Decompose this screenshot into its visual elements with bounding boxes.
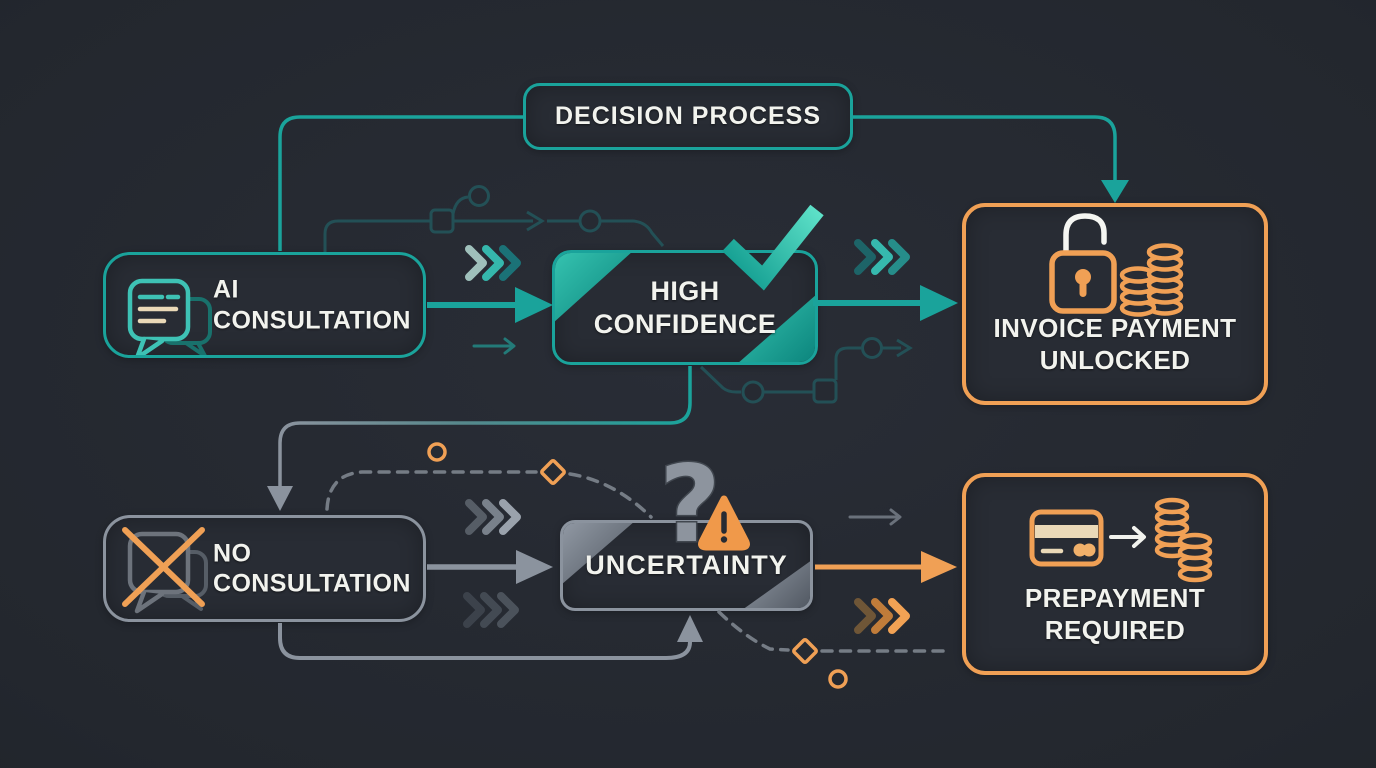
coin-stacks-icon — [1119, 243, 1184, 317]
high-confidence-label-line2: CONFIDENCE — [593, 308, 777, 339]
circle-marker — [427, 442, 447, 462]
chevrons-uncertainty-to-prepayment — [854, 598, 910, 634]
node-ai-consultation: AI CONSULTATION — [103, 252, 426, 358]
edge-decision-to-invoice — [853, 115, 1129, 203]
arrowhead-up — [677, 615, 703, 642]
dashed-path-upper — [325, 470, 653, 519]
prepayment-label-line1: PREPAYMENT — [1024, 583, 1206, 613]
chevrons-ai-to-high — [465, 245, 521, 281]
invoice-unlocked-label-line2: UNLOCKED — [1039, 344, 1191, 375]
node-high-confidence: HIGH CONFIDENCE — [552, 250, 818, 365]
decision-process-label: DECISION PROCESS — [554, 102, 822, 131]
prepayment-label-line2: REQUIRED — [1044, 614, 1186, 645]
edge-decision-to-ai — [278, 115, 523, 251]
thin-arrow-gray — [848, 508, 902, 526]
chat-bubbles-icon — [127, 278, 212, 355]
edge-no-to-uncertainty — [427, 550, 553, 584]
arrowhead-right — [516, 550, 553, 584]
credit-card-icon — [1029, 509, 1104, 567]
node-invoice-payment-unlocked: INVOICE PAYMENT UNLOCKED — [962, 203, 1268, 405]
no-consultation-label-line1: NO — [213, 539, 252, 567]
diamond-marker — [540, 459, 566, 485]
arrowhead-right — [515, 287, 553, 323]
thin-arrow-teal — [472, 337, 516, 355]
chat-bubbles-crossed-icon — [122, 527, 208, 614]
payment-unlocked-icons — [1049, 213, 1184, 317]
ai-consultation-label-line2: CONSULTATION — [213, 306, 411, 334]
node-prepayment-required: PREPAYMENT REQUIRED — [962, 473, 1268, 675]
edge-high-to-no — [267, 366, 692, 511]
padlock-open-icon — [1049, 213, 1117, 314]
ai-consultation-label-line1: AI — [213, 275, 239, 304]
dashed-path-lower — [717, 610, 953, 653]
node-uncertainty: UNCERTAINTY — [560, 520, 813, 611]
chevrons-high-to-invoice — [854, 239, 910, 275]
node-decision-process: DECISION PROCESS — [523, 83, 853, 150]
invoice-unlocked-label-line1: INVOICE PAYMENT — [993, 313, 1237, 343]
edge-ai-to-high — [427, 287, 553, 323]
no-consultation-label-line2: CONSULTATION — [213, 569, 411, 598]
chevrons-faint — [463, 592, 519, 628]
arrowhead-right — [921, 551, 957, 583]
arrowhead-down — [267, 486, 293, 511]
edge-uncertainty-to-prepayment — [815, 551, 957, 583]
high-confidence-label-line1: HIGH — [650, 275, 720, 306]
diamond-marker — [792, 638, 818, 664]
chevrons-no-to-uncertainty — [465, 499, 521, 535]
circuit-decoration-top — [323, 185, 665, 252]
arrowhead-right — [920, 285, 958, 321]
uncertainty-label: UNCERTAINTY — [585, 550, 788, 581]
arrowhead-down — [1101, 180, 1129, 203]
circle-marker — [828, 669, 848, 689]
prepayment-icons — [1029, 497, 1213, 583]
coin-stacks-icon — [1154, 497, 1213, 583]
edge-high-to-invoice — [813, 285, 958, 321]
node-no-consultation: NO CONSULTATION — [103, 515, 426, 622]
card-to-coins-arrow-icon — [1109, 526, 1146, 548]
